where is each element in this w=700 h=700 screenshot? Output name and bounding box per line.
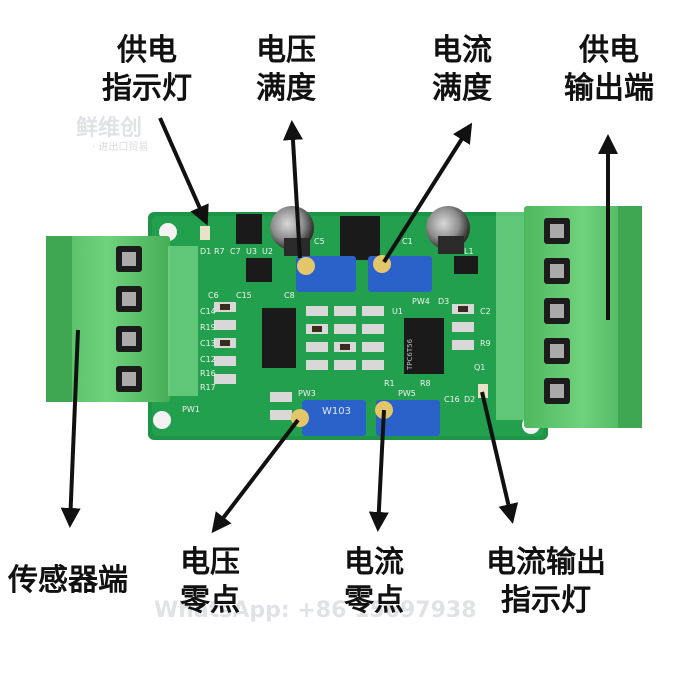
label-voltage-span-line2: 满度: [256, 71, 316, 106]
silk-c14: C14: [200, 307, 216, 316]
label-voltage-span-line1: 电压: [256, 33, 316, 68]
arrow-sensor-terminal: [60, 329, 81, 528]
silk-u3: U3: [246, 247, 257, 256]
label-power-output-line2: 输出端: [564, 71, 654, 106]
ic-chips: [236, 214, 478, 374]
arrow-voltage-zero: [211, 418, 300, 534]
silk-c1: C1: [402, 237, 413, 246]
label-current-span-line1: 电流: [432, 33, 492, 68]
label-sensor-terminal: 传感器端: [8, 562, 128, 600]
arrow-power-indicator: [158, 117, 209, 226]
silk-r17: R17: [200, 383, 216, 392]
electrolytic-capacitors: [270, 206, 470, 256]
silk-c7: C7: [230, 247, 241, 256]
label-current-output-indicator-line2: 指示灯: [501, 583, 591, 618]
label-current-zero: 电流 零点: [344, 544, 404, 620]
silk-r19: R19: [200, 323, 216, 332]
silk-d2: D2: [464, 395, 475, 404]
label-sensor-terminal-line1: 传感器端: [8, 563, 128, 598]
silk-c2: C2: [480, 307, 491, 316]
label-power-indicator: 供电 指示灯: [102, 32, 192, 108]
silk-r8: R8: [420, 379, 431, 388]
label-voltage-zero-line2: 零点: [180, 583, 240, 618]
silk-u1: U1: [392, 307, 403, 316]
silk-c16: C16: [444, 395, 460, 404]
watermark-sub: · 进出口贸易: [92, 142, 149, 153]
label-voltage-zero: 电压 零点: [180, 544, 240, 620]
silk-w103: W103: [322, 406, 351, 417]
silk-chip-text: TPC6T56: [406, 338, 414, 371]
silk-pw3: PW3: [298, 389, 316, 398]
label-power-output-line1: 供电: [579, 33, 639, 68]
arrow-voltage-span: [282, 120, 303, 259]
label-current-output-indicator-line1: 电流输出: [486, 545, 606, 580]
label-current-span: 电流 满度: [432, 32, 492, 108]
watermark-brand: 鲜维创: [76, 116, 143, 141]
arrow-current-zero: [368, 409, 389, 532]
label-current-zero-line2: 零点: [344, 583, 404, 618]
silk-c15: C15: [236, 291, 252, 300]
silk-pw5: PW5: [398, 389, 416, 398]
label-current-output-indicator: 电流输出 指示灯: [486, 544, 606, 620]
silk-d1: D1: [200, 247, 211, 256]
silk-r16: R16: [200, 369, 216, 378]
silk-r9: R9: [480, 339, 491, 348]
label-voltage-span: 电压 满度: [256, 32, 316, 108]
label-voltage-zero-line1: 电压: [180, 545, 240, 580]
label-power-indicator-line1: 供电: [117, 33, 177, 68]
silk-r7: R7: [214, 247, 225, 256]
silk-c12: C12: [200, 355, 216, 364]
smd-components: [200, 226, 488, 420]
silk-u2: U2: [262, 247, 273, 256]
silk-c6: C6: [208, 291, 219, 300]
label-power-indicator-line2: 指示灯: [102, 71, 192, 106]
annotation-arrows: [60, 117, 618, 534]
potentiometers: [291, 255, 440, 436]
silk-r1: R1: [384, 379, 395, 388]
silk-pw4: PW4: [412, 297, 430, 306]
silk-d3: D3: [438, 297, 449, 306]
label-current-zero-line1: 电流: [344, 545, 404, 580]
silkscreen: D1 R7 C7 U3 U2 C5 C1 L1 C6 C15 C8 PW4 D3…: [182, 237, 491, 417]
label-power-output: 供电 输出端: [564, 32, 654, 108]
arrow-current-span: [382, 122, 473, 264]
label-current-span-line2: 满度: [432, 71, 492, 106]
silk-c8: C8: [284, 291, 295, 300]
silk-q1: Q1: [474, 363, 485, 372]
silk-l1: L1: [464, 247, 474, 256]
watermark-contact: WhatsApp: +86 15697938: [154, 598, 477, 623]
silk-c5: C5: [314, 237, 325, 246]
silk-c13: C13: [200, 339, 216, 348]
sensor-terminal-block: [46, 236, 198, 402]
power-output-terminal-block: [496, 206, 642, 428]
arrow-current-output-indicator: [480, 391, 519, 524]
silk-pw1: PW1: [182, 405, 200, 414]
